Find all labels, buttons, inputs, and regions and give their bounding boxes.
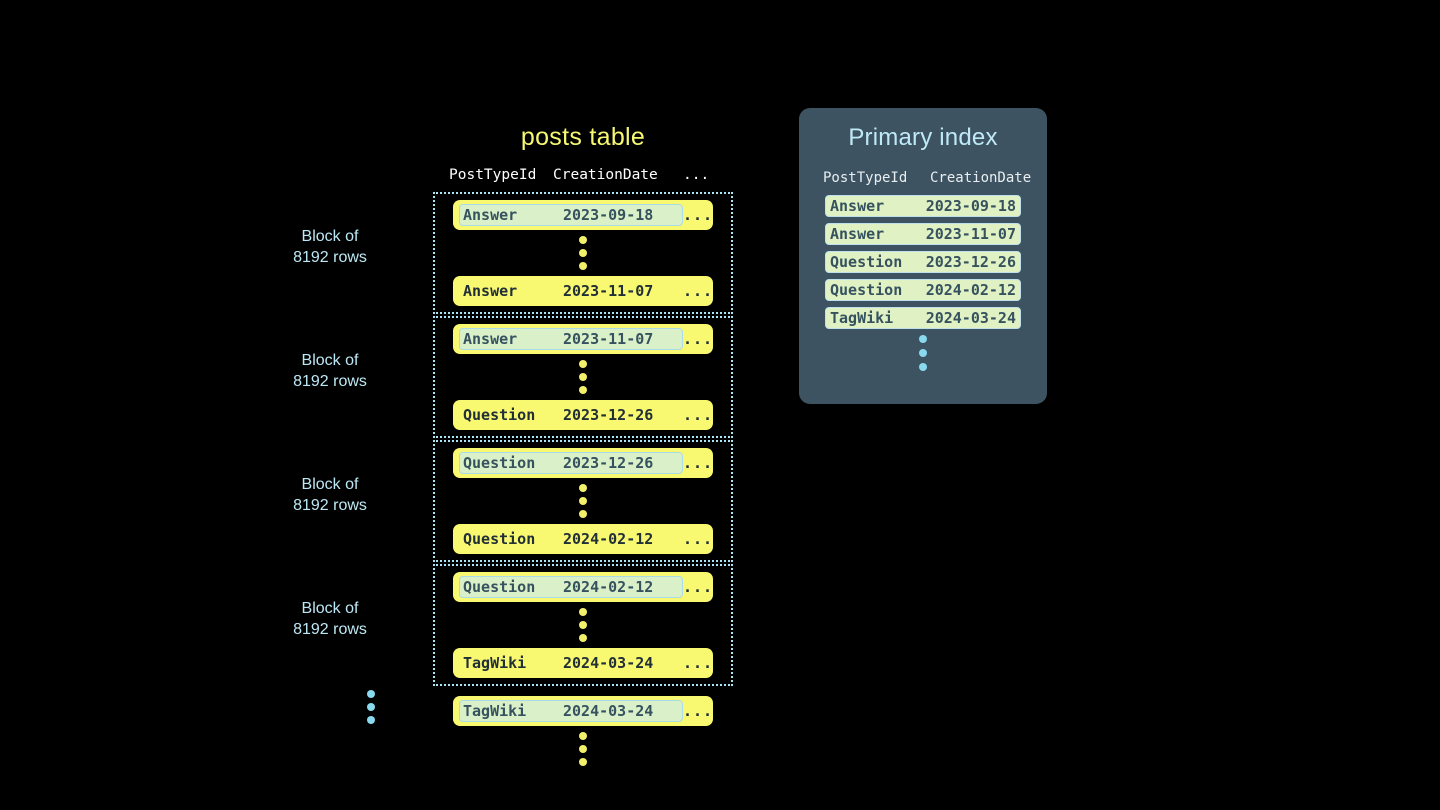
index-cell-posttypeid: Answer (830, 225, 885, 243)
index-entry: TagWiki 2024-03-24 (825, 307, 1021, 329)
row-ellipsis-dots (435, 478, 731, 524)
row-highlight-box: Answer 2023-11-07 (459, 328, 683, 350)
cell-more: ... (683, 654, 714, 672)
cell-creationdate: 2023-11-07 (563, 282, 654, 300)
primary-index-panel: Primary index PostTypeId CreationDate An… (799, 108, 1047, 404)
cell-creationdate: 2024-02-12 (563, 578, 654, 596)
cell-creationdate: 2023-12-26 (563, 454, 654, 472)
index-cell-posttypeid: Question (830, 281, 903, 299)
block-3-label: Block of 8192 rows (265, 474, 395, 516)
cell-more: ... (683, 282, 714, 300)
index-cell-creationdate: 2023-09-18 (925, 197, 1016, 215)
primary-index-entries: Answer 2023-09-18 Answer 2023-11-07 Ques… (799, 195, 1047, 329)
index-cell-creationdate: 2023-11-07 (925, 225, 1016, 243)
row-cells: Question 2023-12-26 (459, 404, 683, 426)
row-ellipsis-dots (435, 354, 731, 400)
cell-creationdate: 2023-09-18 (563, 206, 654, 224)
cell-more: ... (683, 206, 714, 224)
table-row: Answer 2023-11-07 ... (453, 276, 713, 306)
column-header-more: ... (683, 167, 710, 183)
index-entry: Question 2023-12-26 (825, 251, 1021, 273)
cell-more: ... (683, 702, 714, 720)
row-highlight-box: Answer 2023-09-18 (459, 204, 683, 226)
cell-more: ... (683, 454, 714, 472)
row-ellipsis-dots (435, 602, 731, 648)
cell-more: ... (683, 330, 714, 348)
table-row: Question 2024-02-12 ... (453, 572, 713, 602)
primary-index-column-headers: PostTypeId CreationDate (799, 170, 1047, 186)
block-2-label-line1: Block of (301, 352, 359, 369)
row-cells: Question 2024-02-12 (459, 528, 683, 550)
cell-posttypeid: Answer (463, 330, 518, 348)
table-row: Question 2024-02-12 ... (453, 524, 713, 554)
index-entry: Question 2024-02-12 (825, 279, 1021, 301)
index-cell-posttypeid: Answer (830, 197, 885, 215)
table-row: TagWiki 2024-03-24 ... (453, 696, 713, 726)
index-cell-posttypeid: TagWiki (830, 309, 894, 327)
table-row: Question 2023-12-26 ... (453, 400, 713, 430)
tail-row-container: TagWiki 2024-03-24 ... (433, 696, 733, 772)
cell-posttypeid: Question (463, 578, 536, 596)
block-3: Block of 8192 rows Question 2023-12-26 .… (293, 440, 733, 562)
row-cells: Answer 2023-11-07 (459, 280, 683, 302)
cell-creationdate: 2024-02-12 (563, 530, 654, 548)
block-1-label: Block of 8192 rows (265, 226, 395, 268)
cell-creationdate: 2024-03-24 (563, 654, 654, 672)
block-4-label-line1: Block of (301, 600, 359, 617)
column-header-creationdate: CreationDate (553, 167, 658, 183)
row-highlight-box: TagWiki 2024-03-24 (459, 700, 683, 722)
cell-posttypeid: Answer (463, 206, 518, 224)
column-header-posttypeid: PostTypeId (449, 167, 537, 183)
cell-posttypeid: Question (463, 530, 536, 548)
block-2-label-line2: 8192 rows (293, 373, 367, 390)
block-2-label: Block of 8192 rows (265, 350, 395, 392)
block-3-label-line2: 8192 rows (293, 497, 367, 514)
block-4: Block of 8192 rows Question 2024-02-12 .… (293, 564, 733, 686)
index-column-header-creationdate: CreationDate (930, 170, 1032, 186)
index-continuation-dots (799, 335, 1047, 371)
blocks-container: Block of 8192 rows Answer 2023-09-18 ...… (293, 192, 733, 686)
row-cells: TagWiki 2024-03-24 (459, 652, 683, 674)
cell-posttypeid: Question (463, 406, 536, 424)
posts-table-column-headers: PostTypeId CreationDate ... (433, 167, 733, 185)
index-column-header-posttypeid: PostTypeId (823, 170, 908, 186)
index-cell-creationdate: 2024-03-24 (925, 309, 1016, 327)
cell-creationdate: 2024-03-24 (563, 702, 654, 720)
block-3-label-line1: Block of (301, 476, 359, 493)
block-1-label-line1: Block of (301, 228, 359, 245)
block-4-label-line2: 8192 rows (293, 621, 367, 638)
block-4-label: Block of 8192 rows (265, 598, 395, 640)
cell-posttypeid: Answer (463, 282, 518, 300)
row-highlight-box: Question 2024-02-12 (459, 576, 683, 598)
table-row: Question 2023-12-26 ... (453, 448, 713, 478)
row-ellipsis-dots (435, 230, 731, 276)
index-cell-creationdate: 2024-02-12 (925, 281, 1016, 299)
cell-creationdate: 2023-11-07 (563, 330, 654, 348)
cell-more: ... (683, 530, 714, 548)
blocks-continuation-dots (367, 684, 375, 730)
cell-posttypeid: TagWiki (463, 654, 527, 672)
index-cell-posttypeid: Question (830, 253, 903, 271)
posts-table-title: posts table (520, 123, 646, 151)
index-cell-creationdate: 2023-12-26 (925, 253, 1016, 271)
cell-posttypeid: Question (463, 454, 536, 472)
primary-index-title: Primary index (848, 124, 998, 151)
posts-table-diagram: posts table PostTypeId CreationDate ... … (293, 120, 733, 772)
table-row: Answer 2023-09-18 ... (453, 200, 713, 230)
index-entry: Answer 2023-11-07 (825, 223, 1021, 245)
cell-more: ... (683, 406, 714, 424)
table-row: TagWiki 2024-03-24 ... (453, 648, 713, 678)
index-entry: Answer 2023-09-18 (825, 195, 1021, 217)
block-2: Block of 8192 rows Answer 2023-11-07 ...… (293, 316, 733, 438)
block-1: Block of 8192 rows Answer 2023-09-18 ...… (293, 192, 733, 314)
table-continuation-dots (433, 726, 733, 772)
cell-posttypeid: TagWiki (463, 702, 527, 720)
table-row: Answer 2023-11-07 ... (453, 324, 713, 354)
cell-creationdate: 2023-12-26 (563, 406, 654, 424)
cell-more: ... (683, 578, 714, 596)
row-highlight-box: Question 2023-12-26 (459, 452, 683, 474)
block-1-label-line2: 8192 rows (293, 249, 367, 266)
